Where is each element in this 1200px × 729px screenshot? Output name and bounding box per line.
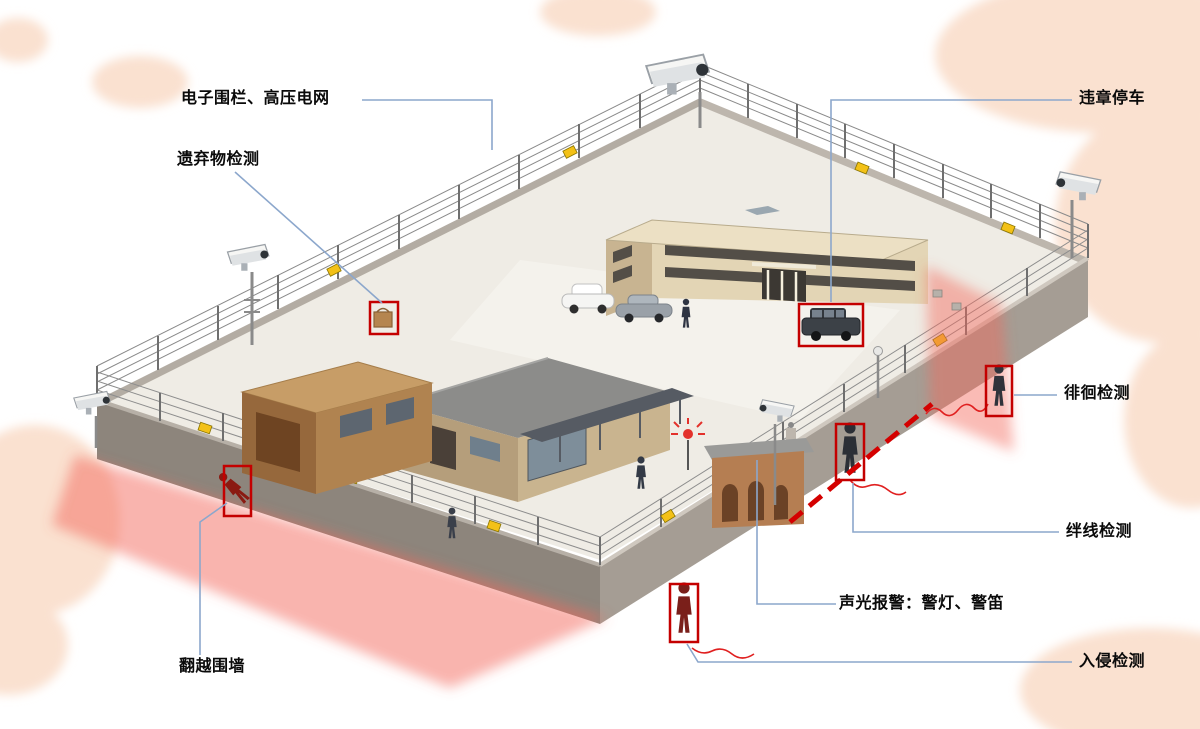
leader-tripwire [852, 483, 1059, 533]
alarm-zones [52, 266, 1014, 688]
label-wall-climbing: 翻越围墙 [179, 658, 246, 675]
props [373, 289, 962, 470]
warehouse-building [395, 357, 694, 502]
detection-box-wall-climbing [222, 464, 253, 518]
leader-intrusion [686, 643, 1072, 663]
person-intruder [676, 582, 692, 633]
label-tripwire-detection: 绊线检测 [1066, 523, 1133, 540]
label-intrusion-detection: 入侵检测 [1079, 653, 1146, 670]
label-abandoned-object-detection: 遗弃物检测 [177, 151, 260, 168]
label-loitering-detection: 徘徊检测 [1064, 385, 1131, 402]
tripwire-dashed-line [788, 402, 934, 524]
vehicles [561, 283, 861, 341]
detection-box-loitering [984, 364, 1014, 418]
cctv-camera-right-icon [1055, 171, 1102, 258]
cctv-camera-yard-pole-icon [758, 399, 795, 505]
cctv-camera-top-icon [645, 53, 710, 128]
main-office-building [605, 206, 929, 316]
cctv-camera-left-upper-icon [226, 243, 270, 345]
leader-sound-light-alarm [756, 460, 836, 605]
leader-wall-climbing [199, 502, 228, 655]
gatehouse-building [704, 422, 814, 528]
detection-box-intrusion [668, 582, 700, 644]
abandoned-object-icon [373, 307, 393, 328]
wall-lower-left [97, 400, 600, 624]
label-sound-light-alarm: 声光报警：警灯、警笛 [839, 595, 1005, 612]
leader-electric-fence [362, 99, 493, 150]
detection-boxes [222, 300, 1014, 644]
leader-lines [199, 99, 1072, 663]
white-car [561, 283, 615, 314]
alarm-zone-left [52, 455, 608, 688]
leader-abandoned-object [234, 171, 383, 304]
detection-box-tripwire [834, 422, 866, 482]
street-lamp-icon [873, 346, 883, 398]
buildings [240, 206, 929, 528]
suv-illegal-parking [801, 308, 861, 341]
red-scribbles [691, 403, 989, 659]
label-illegal-parking: 违章停车 [1079, 90, 1146, 107]
cctv-cameras [73, 53, 1102, 505]
detection-box-abandoned-object [368, 300, 400, 336]
label-electric-fence: 电子围栏、高压电网 [181, 90, 330, 107]
brick-storage-building [240, 361, 434, 494]
cctv-camera-left-lower-icon [73, 390, 111, 448]
detection-box-illegal-parking [797, 302, 865, 348]
leader-illegal-parking [830, 99, 1072, 302]
gray-car [615, 294, 673, 323]
alarm-zone-right [926, 266, 1014, 452]
alarm-beacon-icon [671, 418, 705, 470]
